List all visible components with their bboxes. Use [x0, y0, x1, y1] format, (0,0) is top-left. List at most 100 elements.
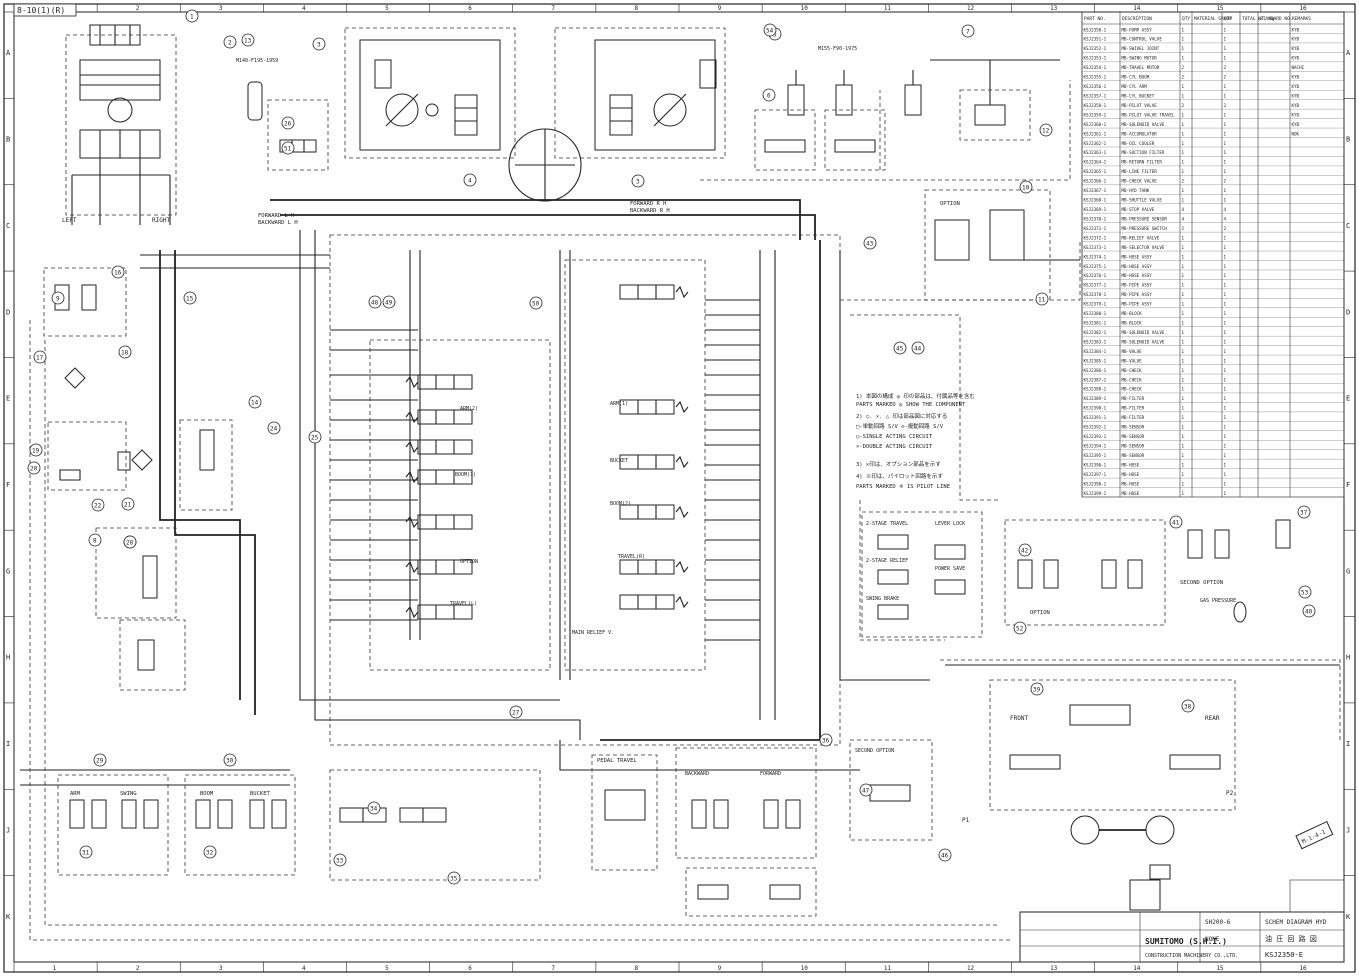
- svg-text:31: 31: [82, 850, 90, 857]
- callout-34: 34: [367, 801, 381, 815]
- spool-symbol: [619, 284, 675, 300]
- table-cell: MB-ACCUMULATOR: [1122, 131, 1158, 136]
- col-label-top: 13: [1050, 5, 1058, 12]
- table-header-cell: TOTAL WT. kg: [1242, 16, 1275, 22]
- travel-pilot-group: PEDAL TRAVEL BACKWARD FORWARD SECOND OPT…: [329, 739, 933, 917]
- table-cell: 1: [1182, 358, 1185, 363]
- col-label-bottom: 8: [634, 965, 638, 972]
- table-cell: KYB: [1292, 93, 1300, 98]
- svg-text:25: 25: [311, 435, 319, 442]
- table-header-cell: QTY: [1224, 16, 1232, 22]
- table-cell: 1: [1182, 434, 1185, 439]
- table-cell: 1: [1182, 302, 1185, 307]
- callout-47: 47: [859, 783, 873, 797]
- label-power-save: POWER SAVE: [935, 566, 965, 572]
- col-label-bottom: 16: [1299, 965, 1307, 972]
- table-cell: 1: [1224, 311, 1227, 316]
- svg-text:52: 52: [1016, 626, 1024, 633]
- table-header-cell: MATERIAL GROUP: [1194, 16, 1232, 22]
- table-cell: KSJ2368-1: [1084, 198, 1107, 203]
- col-label-top: 7: [551, 5, 555, 12]
- label-backward-l: BACKWARD L H: [258, 220, 298, 226]
- table-cell: KSJ2390-1: [1084, 406, 1107, 411]
- table-cell: KSJ2372-1: [1084, 235, 1107, 240]
- svg-text:40: 40: [1305, 609, 1313, 616]
- label-bucket-pilot: BUCKET: [250, 791, 271, 797]
- row-label-right: F: [1346, 481, 1350, 489]
- table-cell: KYB: [1292, 46, 1300, 51]
- svg-text:6: 6: [767, 93, 771, 100]
- table-cell: MB-CYL BOOM: [1122, 75, 1150, 80]
- label-second-option-right: SECOND OPTION: [1180, 580, 1223, 586]
- callout-10: 10: [1019, 180, 1033, 194]
- table-cell: 1: [1182, 283, 1185, 288]
- table-cell: MB-SOLENOID VALVE: [1122, 330, 1165, 335]
- svg-text:47: 47: [862, 788, 870, 795]
- table-cell: 4: [1182, 207, 1185, 212]
- callout-14: 14: [248, 395, 262, 409]
- row-label-right: H: [1346, 654, 1350, 662]
- callout-21: 21: [121, 497, 135, 511]
- row-label-left: F: [6, 481, 10, 489]
- spool-symbol: [417, 409, 473, 425]
- col-label-bottom: 4: [302, 965, 306, 972]
- table-cell: KYB: [1292, 37, 1300, 42]
- table-cell: 1: [1224, 462, 1227, 467]
- sheet-ref-box: [13, 3, 77, 17]
- table-cell: MB-CYL ARM: [1122, 84, 1148, 89]
- col-label-top: 5: [385, 5, 389, 12]
- table-cell: MB-SENSOR: [1122, 444, 1145, 449]
- table-cell: 1: [1224, 27, 1227, 32]
- table-cell: 1: [1224, 377, 1227, 382]
- label-swing: SWING: [120, 791, 137, 797]
- callout-1: 1: [185, 9, 199, 23]
- col-label-top: 2: [136, 5, 140, 12]
- callout-50: 50: [529, 296, 543, 310]
- row-label-left: C: [6, 222, 10, 230]
- callout-46: 46: [938, 848, 952, 862]
- callout-45: 45: [893, 341, 907, 355]
- table-cell: MB-FILTER: [1122, 396, 1145, 401]
- table-cell: MB-SELECTOR VALVE: [1122, 245, 1165, 250]
- col-label-top: 4: [302, 5, 306, 12]
- table-cell: KSJ2375-1: [1084, 264, 1107, 269]
- table-cell: KSJ2380-1: [1084, 311, 1107, 316]
- label-lever-lock: LEVER LOCK: [935, 521, 965, 527]
- drawing-title-jp: 油 圧 回 路 図: [1265, 934, 1317, 943]
- callout-3: 3: [312, 37, 326, 51]
- svg-text:16: 16: [114, 270, 122, 277]
- model-number: SH200-6: [1205, 919, 1231, 926]
- table-cell: MB-CONTROL VALVE: [1122, 37, 1163, 42]
- table-cell: 1: [1224, 198, 1227, 203]
- callout-41: 41: [1169, 515, 1183, 529]
- table-cell: 1: [1182, 188, 1185, 193]
- svg-text:45: 45: [896, 346, 904, 353]
- callout-42: 42: [1018, 543, 1032, 557]
- svg-text:29: 29: [96, 758, 104, 765]
- table-cell: 2: [1224, 103, 1227, 108]
- callout-33: 33: [333, 853, 347, 867]
- option-valves-top-right: [930, 59, 1060, 141]
- callout-3: 3: [631, 174, 645, 188]
- table-cell: 2: [1182, 103, 1185, 108]
- table-cell: 1: [1224, 368, 1227, 373]
- table-cell: 1: [1224, 122, 1227, 127]
- note-8: PARTS MARKED ※ IS PILOT LINE: [856, 483, 950, 490]
- table-cell: MB-PRESSURE SWITCH: [1122, 226, 1168, 231]
- table-cell: MB-TRAVEL MOTOR: [1122, 65, 1160, 70]
- table-cell: MB-PILOT VALVE: [1122, 103, 1158, 108]
- callout-16: 16: [111, 265, 125, 279]
- company-sub: CONSTRUCTION MACHINERY CO.,LTD.: [1145, 953, 1238, 959]
- table-cell: 1: [1182, 93, 1185, 98]
- table-cell: 1: [1182, 122, 1185, 127]
- note-1: 1) 本図の構成 ◎ 印の部品は、付属品等を含む: [856, 392, 975, 400]
- table-cell: KSJ2351-1: [1084, 37, 1107, 42]
